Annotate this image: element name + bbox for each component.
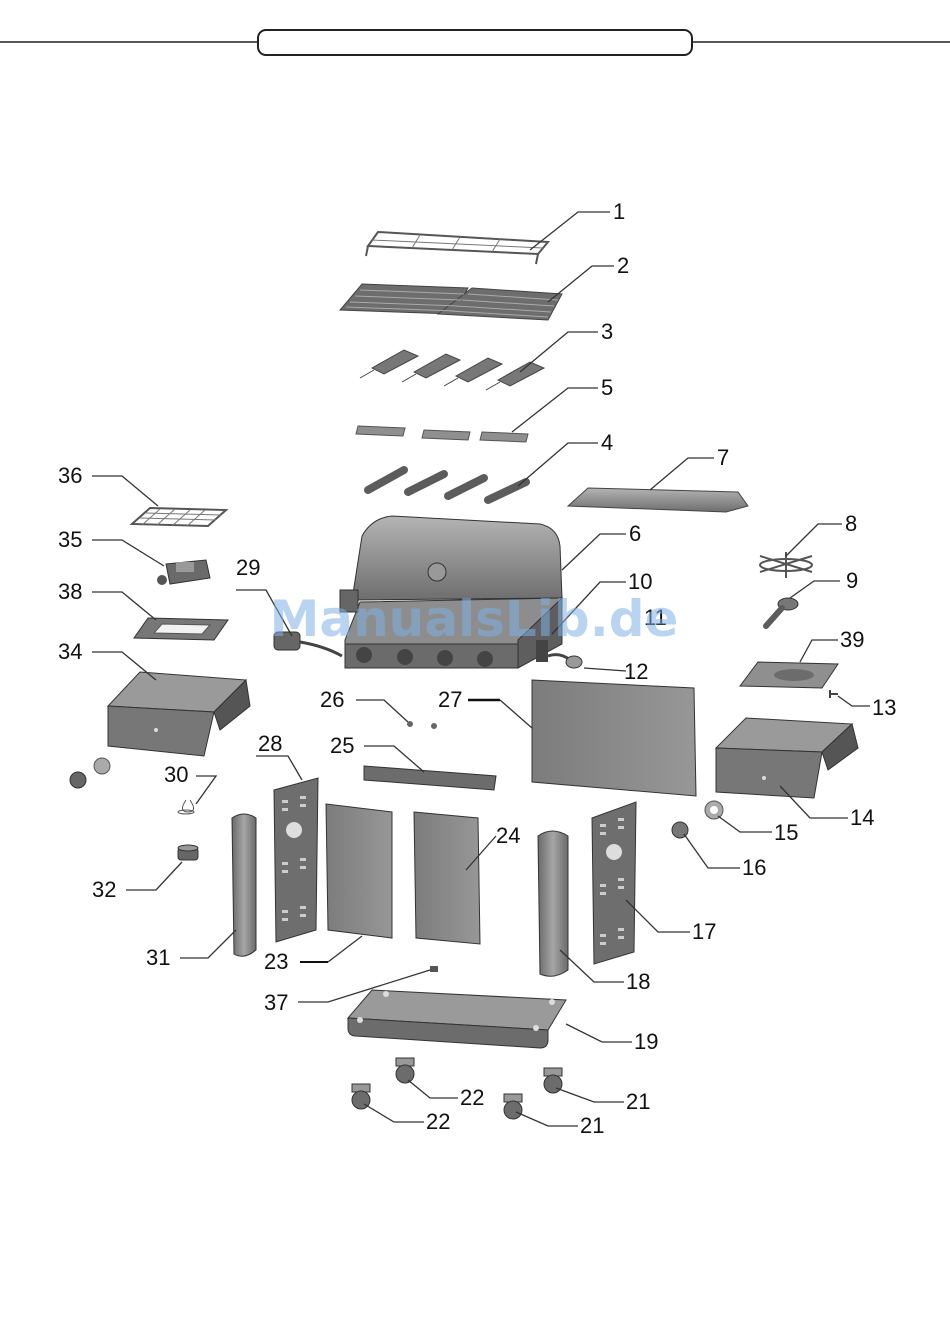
callout-38: 38 [58, 579, 82, 604]
callout-37: 37 [264, 990, 288, 1015]
callout-27: 27 [438, 687, 462, 712]
callout-2: 2 [617, 253, 629, 278]
part-bottom-shelf [348, 990, 566, 1048]
part-burners [368, 470, 526, 500]
callout-17: 17 [692, 919, 716, 944]
callout-7: 7 [717, 445, 729, 470]
callout-39: 39 [840, 627, 864, 652]
part-casters [352, 1058, 562, 1119]
callout-3: 3 [601, 319, 613, 344]
part-left-side-panel [274, 778, 318, 942]
callout-22-b: 22 [426, 1109, 450, 1134]
part-cup [178, 845, 198, 860]
callout-15: 15 [774, 820, 798, 845]
part-right-shelf [716, 718, 858, 798]
callout-32: 32 [92, 877, 116, 902]
callout-5: 5 [601, 375, 613, 400]
callout-34: 34 [58, 639, 82, 664]
part-side-plate [568, 488, 748, 512]
part-cross-brace [364, 766, 496, 790]
callout-16: 16 [742, 855, 766, 880]
part-side-burner-box [157, 560, 210, 585]
header-title-box [258, 30, 692, 55]
part-left-shelf [108, 672, 250, 756]
callout-13: 13 [872, 695, 896, 720]
callout-29: 29 [236, 555, 260, 580]
callout-31: 31 [146, 945, 170, 970]
callout-8: 8 [845, 511, 857, 536]
part-clips [407, 721, 437, 729]
callout-4: 4 [601, 430, 613, 455]
callout-9: 9 [846, 568, 858, 593]
part-doors [326, 804, 480, 944]
part-heat-tents [360, 350, 544, 390]
callout-24: 24 [496, 823, 520, 848]
callout-30: 30 [164, 762, 188, 787]
part-side-burner [766, 598, 798, 626]
callout-21-b: 21 [580, 1113, 604, 1138]
part-back-panel [532, 680, 696, 796]
part-wire-clip [178, 800, 194, 814]
part-heat-shields [356, 426, 528, 442]
part-knobs-left [70, 758, 110, 788]
part-knobs-right [672, 801, 723, 838]
watermark-text: ManualsLib.de [270, 590, 679, 648]
part-side-tray [740, 662, 838, 688]
callout-18: 18 [626, 969, 650, 994]
part-right-side-panel [592, 802, 636, 964]
part-pin [830, 690, 838, 698]
part-side-box [134, 618, 228, 640]
part-valve-12 [548, 655, 582, 668]
callout-21-a: 21 [626, 1089, 650, 1114]
part-cooking-grates [340, 284, 562, 320]
callout-35: 35 [58, 527, 82, 552]
part-warming-rack [366, 232, 548, 264]
callout-19: 19 [634, 1029, 658, 1054]
callout-22-a: 22 [460, 1085, 484, 1110]
callout-26: 26 [320, 687, 344, 712]
part-bracket [430, 966, 438, 972]
part-side-rack [132, 508, 226, 526]
callout-23: 23 [264, 949, 288, 974]
header-bar [0, 30, 950, 55]
callout-28: 28 [258, 731, 282, 756]
callout-36: 36 [58, 463, 82, 488]
callout-6: 6 [629, 521, 641, 546]
callout-12: 12 [624, 659, 648, 684]
callout-14: 14 [850, 805, 874, 830]
callout-1: 1 [613, 199, 625, 224]
callout-25: 25 [330, 733, 354, 758]
